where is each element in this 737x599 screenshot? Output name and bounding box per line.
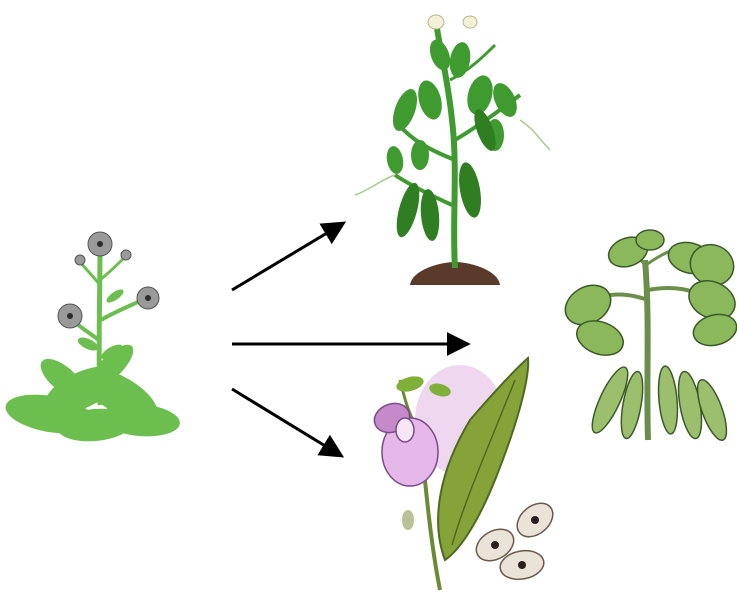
cowpea-plant-icon: [370, 358, 559, 590]
arrow-to-cowpea-plant: [232, 389, 340, 455]
soybean-plant-icon: [558, 230, 737, 443]
arrow-to-pea-plant: [232, 224, 342, 290]
pea-plant-icon: [355, 15, 550, 285]
arabidopsis-plant-icon: [3, 232, 182, 444]
